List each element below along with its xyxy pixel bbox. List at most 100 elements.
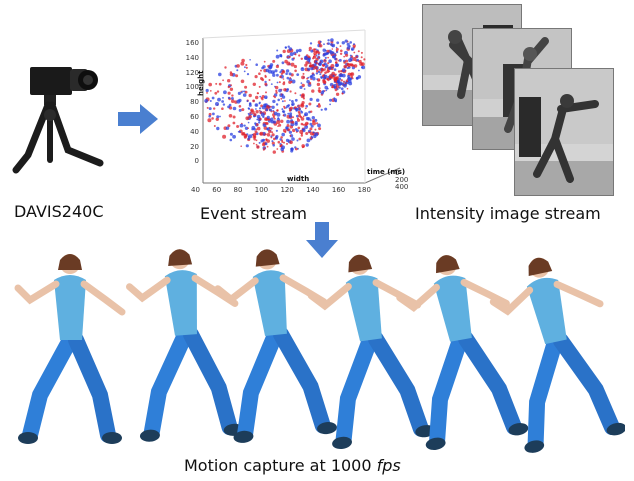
y-tick-label: 160 [185, 39, 199, 47]
event-point [264, 95, 268, 99]
event-point [282, 49, 286, 54]
event-point [239, 123, 244, 128]
event-point [255, 108, 257, 110]
event-point [311, 89, 315, 93]
event-point [283, 88, 287, 92]
event-point [289, 134, 292, 137]
event-point [288, 55, 291, 58]
event-point [360, 62, 365, 66]
event-point [281, 61, 285, 65]
event-point [309, 122, 313, 126]
event-point [329, 78, 332, 80]
t-tick-label: 200 [395, 176, 409, 184]
event-point [229, 132, 233, 136]
event-point [214, 91, 218, 95]
event-point [256, 126, 261, 131]
event-point [276, 73, 279, 77]
event-point [279, 138, 282, 141]
event-point [253, 137, 256, 141]
event-point [340, 87, 344, 91]
event-point [291, 137, 295, 141]
event-point [315, 57, 319, 62]
y-tick-label: 120 [185, 68, 199, 77]
y-tick-label: 20 [190, 142, 199, 151]
event-point [274, 96, 276, 99]
event-point [209, 90, 212, 92]
event-point [312, 57, 315, 60]
event-point [248, 134, 253, 139]
event-point [305, 132, 309, 135]
event-point [308, 49, 311, 52]
event-point [335, 46, 338, 49]
event-point [261, 66, 264, 70]
event-point [289, 140, 293, 145]
event-point [259, 107, 262, 110]
event-point [259, 131, 264, 136]
event-point [258, 141, 261, 144]
event-point [284, 46, 287, 49]
event-point [358, 69, 360, 72]
event-point [350, 72, 355, 76]
event-point [223, 90, 227, 95]
event-point [258, 72, 261, 75]
event-point [330, 64, 335, 68]
event-point [232, 121, 236, 125]
event-point [328, 66, 332, 70]
event-point [252, 99, 255, 103]
event-point [279, 75, 282, 79]
event-point [360, 56, 363, 59]
event-point [323, 80, 327, 84]
event-point [273, 111, 278, 116]
event-point [273, 120, 277, 124]
event-point [266, 133, 271, 137]
event-point [284, 130, 287, 133]
event-point [363, 58, 366, 61]
event-point [358, 59, 362, 64]
event-point [334, 88, 338, 92]
event-point [313, 53, 316, 56]
event-point [294, 98, 298, 102]
event-point [264, 80, 267, 84]
event-point [274, 69, 278, 73]
event-point [261, 142, 266, 147]
event-point [249, 59, 251, 61]
event-point [298, 114, 302, 118]
event-point [315, 60, 318, 63]
event-point [219, 115, 221, 118]
event-point [253, 113, 257, 117]
event-point [329, 50, 334, 55]
event-point [291, 120, 295, 124]
event-point [247, 107, 250, 110]
event-point [241, 108, 245, 112]
event-point [222, 79, 224, 82]
event-point [309, 62, 312, 65]
event-point [229, 87, 234, 92]
event-point [349, 63, 352, 66]
event-point [265, 91, 267, 94]
event-point [275, 103, 279, 106]
event-point [221, 100, 224, 103]
event-point [332, 66, 334, 69]
event-point [256, 123, 259, 126]
event-point [343, 61, 346, 64]
event-point [310, 66, 314, 71]
event-point [264, 117, 268, 121]
x-tick-label: 40 [191, 186, 200, 194]
event-point [334, 57, 337, 61]
event-point [275, 64, 279, 69]
event-point [270, 117, 274, 122]
intensity-frame [514, 68, 614, 196]
event-point [222, 134, 227, 139]
event-point [302, 123, 305, 126]
event-point [310, 78, 313, 81]
event-point [310, 49, 314, 53]
event-point [289, 99, 291, 101]
event-point [304, 123, 308, 127]
event-point [271, 141, 275, 145]
event-point [294, 146, 297, 149]
event-point [304, 107, 307, 110]
event-point [229, 71, 233, 74]
event-point [243, 70, 246, 73]
axis-label-height: height [197, 70, 205, 96]
event-point [236, 125, 240, 128]
